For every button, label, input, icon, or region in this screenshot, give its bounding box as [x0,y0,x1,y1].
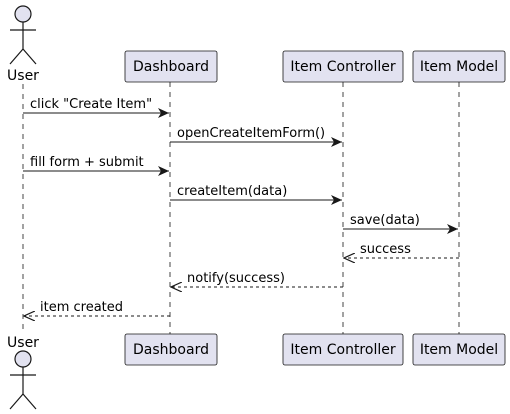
participant-controller: Item Controller [282,50,404,83]
participant-box [412,50,506,83]
participant-dashboard: Dashboard [124,333,218,366]
message-label: save(data) [350,213,420,228]
participant-label: Dashboard [133,342,209,358]
participant-label: Dashboard [133,59,209,75]
participant-box [282,333,404,366]
participant-label: Item Model [420,59,498,75]
message-label: openCreateItemForm() [177,126,325,141]
participant-box [124,333,218,366]
message-4: createItem(data) [170,184,342,205]
actor-leg-left [9,393,24,410]
message-8: item created [24,300,170,316]
message-6: success [344,242,459,258]
participant-controller: Item Controller [282,333,404,366]
actor-leg-right [22,48,37,65]
participant-box [124,50,218,83]
message-5: save(data) [343,213,458,234]
participant-label: Item Model [420,342,498,358]
actor-label: User [7,68,39,84]
participant-label: Item Controller [290,342,395,358]
message-label: fill form + submit [30,155,144,170]
participant-box [412,333,506,366]
message-label: item created [40,300,123,315]
actor-head [14,5,32,23]
participant-model: Item Model [412,333,506,366]
participant-dashboard: Dashboard [124,50,218,83]
participant-label: Item Controller [290,59,395,75]
message-label: createItem(data) [177,184,287,199]
actor-label: User [7,335,39,351]
message-label: success [360,242,411,257]
message-3: fill form + submit [23,155,169,176]
message-label: click "Create Item" [30,97,152,112]
actor-user: User [7,5,39,84]
actor-head [14,350,32,368]
message-label: notify(success) [187,271,285,286]
participant-box [282,50,404,83]
actor-leg-right [22,393,37,410]
actor-leg-left [9,48,24,65]
message-1: click "Create Item" [23,97,169,118]
message-7: notify(success) [171,271,343,287]
actor-user: User [7,335,39,410]
message-2: openCreateItemForm() [170,126,342,147]
participant-model: Item Model [412,50,506,83]
